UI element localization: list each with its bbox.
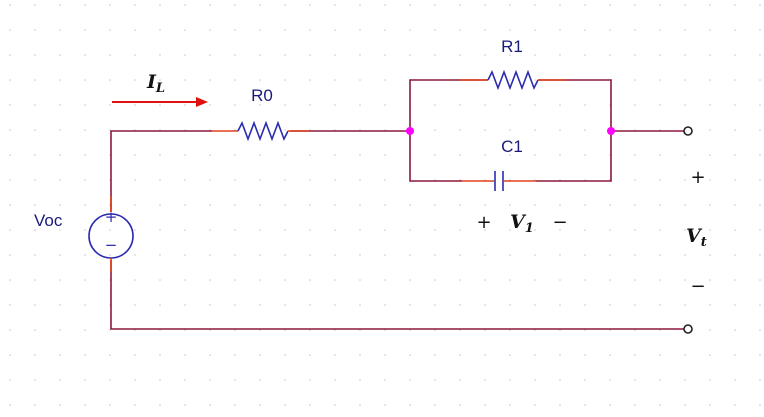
wire-parallel-bottom-left [409, 131, 462, 182]
label-voc: Voc [34, 211, 63, 230]
current-arrow [112, 97, 208, 107]
label-vt: Vt [686, 225, 707, 250]
label-r1: R1 [501, 37, 523, 56]
source-minus-sign: − [105, 236, 118, 254]
label-v1: V1 [510, 211, 534, 236]
vt-plus-sign: + [690, 167, 705, 188]
wire-parallel-top-left [409, 79, 488, 131]
wire-parallel-top-right [538, 79, 612, 131]
wire-return-bottom [110, 260, 686, 330]
source-plus-sign: + [105, 208, 118, 226]
v1-minus-sign: − [552, 212, 567, 233]
label-current: IL [146, 71, 165, 96]
terminal-output-bottom [683, 324, 693, 334]
v1-plus-sign: + [476, 212, 491, 233]
voltage-source-voc: + − [88, 196, 134, 272]
vt-minus-sign: − [690, 276, 705, 297]
label-r0: R0 [251, 86, 273, 105]
wires [110, 79, 686, 330]
wire-parallel-bottom-right [536, 131, 612, 182]
resistor-r1 [460, 69, 566, 91]
node-left [406, 127, 414, 135]
node-right [607, 127, 615, 135]
terminal-output-top [683, 126, 693, 136]
label-c1: C1 [501, 137, 523, 156]
background-grid [9, 4, 761, 406]
resistor-r0 [212, 120, 310, 142]
wire-source-top [110, 130, 212, 212]
capacitor-c1 [462, 171, 536, 191]
